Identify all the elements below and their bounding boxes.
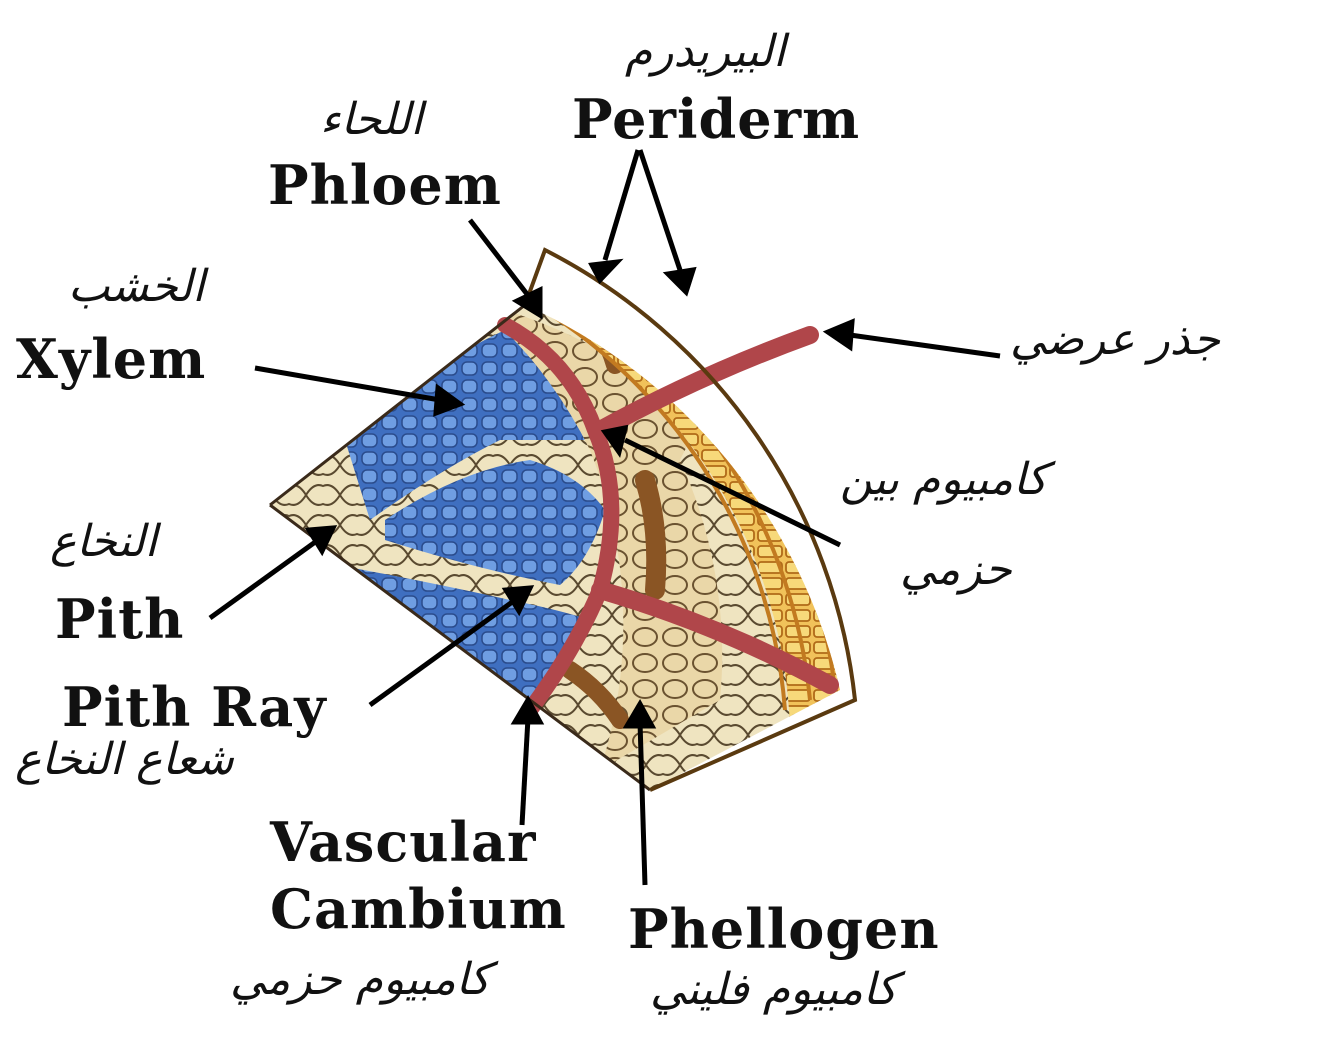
phloem-fiber-band-2 [645,480,656,590]
periderm-label-en: Periderm [572,92,860,146]
xylem-arrow [255,368,440,400]
interfascicular-cambium-label-ar-line1: كامبيوم بين [840,458,1047,502]
lateral-root-label-ar: جذر عرضي [1010,318,1220,362]
phellogen-label-en: Phellogen [628,902,940,956]
xylem-label-ar: الخشب [68,265,205,309]
periderm-arrowhead-right [668,270,693,292]
phloem-arrow [470,220,530,298]
phloem-label-en: Phloem [268,158,502,212]
phellogen-label-ar: كامبيوم فليني [650,968,897,1012]
vascular-cambium-label-en-line1: Vascular [270,815,536,869]
interfascicular-cambium-label-ar-line2: حزمي [900,548,1012,592]
lateral-root-arrowhead [828,322,852,347]
lateral-root-arrow [850,335,1000,356]
pith-arrow [210,540,318,618]
pith-ray-label-en: Pith Ray [62,680,327,734]
xylem-label-en: Xylem [16,332,206,386]
pith-label-en: Pith [55,592,184,646]
periderm-arrow-left [605,150,638,260]
pith-label-ar: النخاع [50,520,157,564]
periderm-arrow-right [640,150,680,270]
periderm-label-ar: البيريدرم [625,30,785,74]
phloem-label-ar: اللحاء [320,98,423,142]
pith-ray-label-ar: شعاع النخاع [15,738,234,782]
vascular-cambium-label-en-line2: Cambium [270,882,567,936]
vascular-cambium-label-ar: كامبيوم حزمي [230,958,490,1002]
vascular-cambium-arrow [522,718,528,825]
periderm-arrowhead-left [592,262,617,280]
stem-sector [250,220,870,820]
